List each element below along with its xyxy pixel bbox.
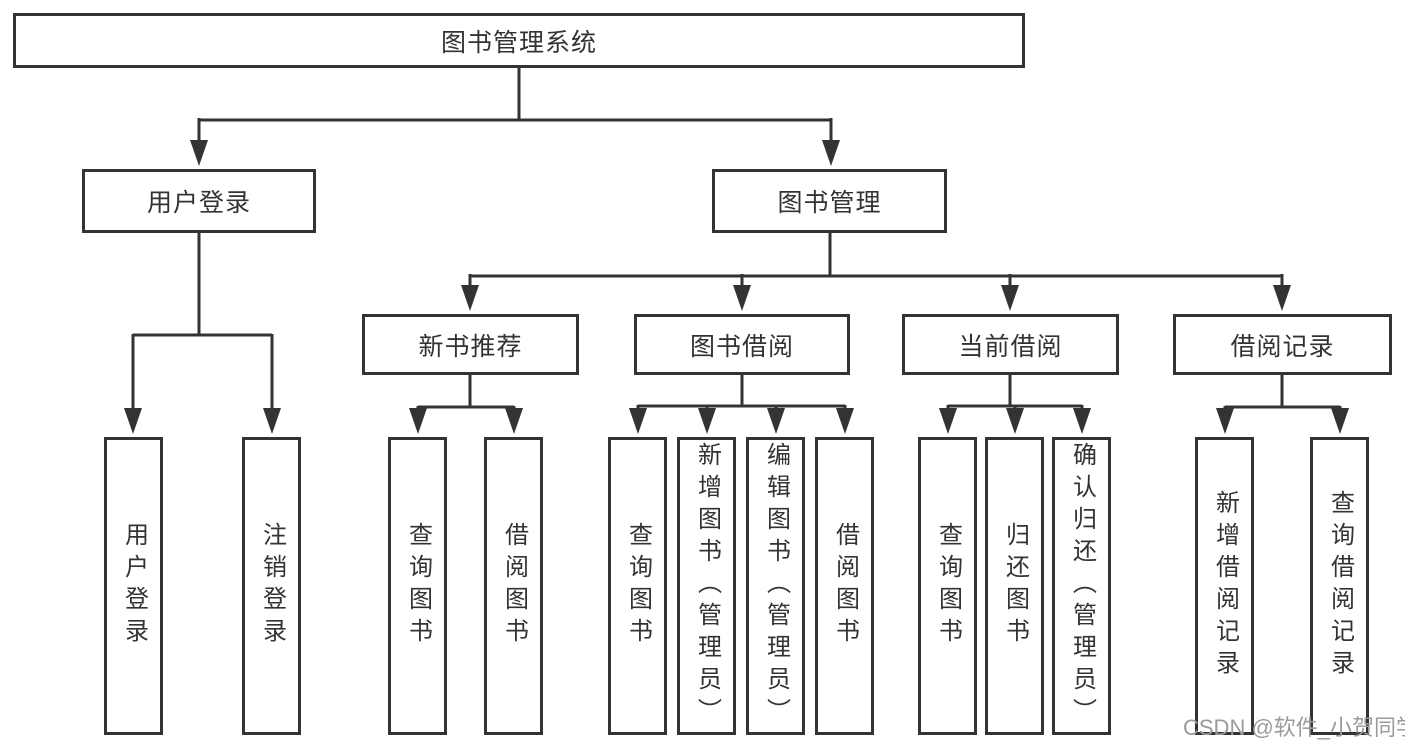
leaf-bb-query-books-label: 查询图书 [624, 522, 652, 650]
leaf-br-query-record-label: 查询借阅记录 [1326, 490, 1354, 682]
leaf-br-add-record: 新增借阅记录 [1195, 437, 1254, 735]
node-user-login: 用户登录 [82, 169, 316, 233]
leaf-bb-borrow-books-label: 借阅图书 [831, 522, 859, 650]
leaf-cb-confirm-return-admin-label: 确认归还（管理员） [1068, 442, 1096, 730]
node-new-book-recommend-label: 新书推荐 [418, 332, 523, 361]
node-book-management-label: 图书管理 [777, 189, 882, 217]
leaf-bb-add-books-admin: 新增图书（管理员） [677, 437, 736, 735]
leaf-user-login-label: 用户登录 [120, 522, 148, 650]
leaf-nb-query-books: 查询图书 [388, 437, 447, 735]
leaf-nb-borrow-books-label: 借阅图书 [500, 522, 528, 650]
node-new-book-recommend: 新书推荐 [362, 314, 579, 375]
node-current-borrow-label: 当前借阅 [958, 332, 1063, 361]
leaf-user-login: 用户登录 [104, 437, 163, 735]
leaf-nb-query-books-label: 查询图书 [404, 522, 432, 650]
node-book-management: 图书管理 [712, 169, 947, 233]
leaf-bb-query-books: 查询图书 [608, 437, 667, 735]
leaf-nb-borrow-books: 借阅图书 [484, 437, 543, 735]
csdn-watermark: CSDN @软件_小贺同学 [1183, 715, 1405, 740]
leaf-br-query-record: 查询借阅记录 [1310, 437, 1369, 735]
leaf-cb-return-books: 归还图书 [985, 437, 1044, 735]
leaf-cb-confirm-return-admin: 确认归还（管理员） [1052, 437, 1111, 735]
leaf-logout-label: 注销登录 [258, 522, 286, 650]
leaf-bb-borrow-books: 借阅图书 [815, 437, 874, 735]
leaf-cb-return-books-label: 归还图书 [1001, 522, 1029, 650]
node-library-system-label: 图书管理系统 [440, 28, 597, 57]
leaf-bb-edit-books-admin: 编辑图书（管理员） [746, 437, 805, 735]
node-book-borrow-label: 图书借阅 [689, 332, 794, 361]
node-user-login-label: 用户登录 [146, 189, 251, 217]
leaf-logout: 注销登录 [242, 437, 301, 735]
leaf-cb-query-books-label: 查询图书 [934, 522, 962, 650]
leaf-cb-query-books: 查询图书 [918, 437, 977, 735]
node-library-system: 图书管理系统 [13, 13, 1025, 68]
leaf-bb-add-books-admin-label: 新增图书（管理员） [693, 442, 721, 730]
node-book-borrow: 图书借阅 [634, 314, 850, 375]
node-borrow-records: 借阅记录 [1173, 314, 1392, 375]
arrowheads [124, 140, 1349, 434]
leaf-bb-edit-books-admin-label: 编辑图书（管理员） [762, 442, 790, 730]
node-current-borrow: 当前借阅 [902, 314, 1119, 375]
leaf-br-add-record-label: 新增借阅记录 [1211, 490, 1239, 682]
node-borrow-records-label: 借阅记录 [1230, 332, 1335, 361]
